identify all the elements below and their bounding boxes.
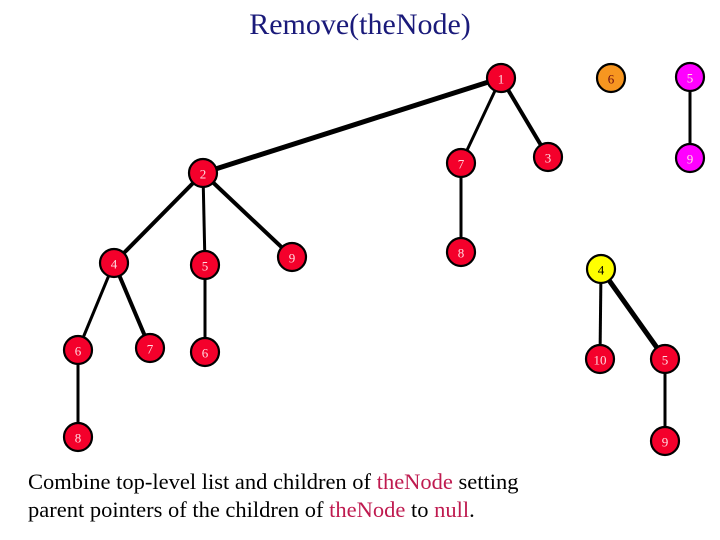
caption-line2-c: . xyxy=(469,497,475,522)
nodes-layer: 1 6 5 7 3 9 2 4 5 9 8 4 6 7 6 10 5 8 9 xyxy=(62,61,706,457)
caption-line1-b: setting xyxy=(452,469,519,494)
tree-edge xyxy=(201,172,207,266)
tree-node[interactable]: 9 xyxy=(649,425,681,457)
node-label: 9 xyxy=(662,435,669,450)
tree-edge xyxy=(598,267,668,361)
node-label: 6 xyxy=(75,344,82,359)
node-circle xyxy=(187,157,219,189)
node-circle xyxy=(445,236,477,268)
node-circle xyxy=(189,336,221,368)
node-circle xyxy=(276,241,308,273)
node-label: 2 xyxy=(200,167,207,182)
tree-node[interactable]: 8 xyxy=(62,421,94,453)
node-label: 5 xyxy=(202,259,209,274)
node-label: 7 xyxy=(147,342,154,357)
node-circle xyxy=(584,343,616,375)
node-label: 9 xyxy=(289,251,296,266)
node-label: 5 xyxy=(662,353,669,368)
node-circle xyxy=(674,61,706,93)
node-label: 4 xyxy=(111,257,118,272)
tree-node[interactable]: 2 xyxy=(187,157,219,189)
tree-edge xyxy=(459,77,503,164)
node-label: 5 xyxy=(687,71,694,86)
tree-edge xyxy=(201,171,294,259)
tree-edge xyxy=(499,76,550,159)
tree-node[interactable]: 8 xyxy=(445,236,477,268)
tree-node[interactable]: 1 xyxy=(485,62,517,94)
tree-edge xyxy=(112,171,205,265)
node-circle xyxy=(532,141,564,173)
tree-edge xyxy=(76,262,116,351)
node-label: 10 xyxy=(594,353,607,368)
node-circle xyxy=(485,62,517,94)
tree-node[interactable]: 7 xyxy=(134,332,166,364)
tree-edge xyxy=(112,262,152,349)
tree-node[interactable]: 9 xyxy=(276,241,308,273)
node-label: 4 xyxy=(598,263,605,278)
node-circle xyxy=(134,332,166,364)
tree-node[interactable]: 4 xyxy=(98,247,130,279)
tree-node[interactable]: 3 xyxy=(532,141,564,173)
tree-node[interactable]: 5 xyxy=(674,61,706,93)
caption-keyword-null: null xyxy=(434,497,470,522)
tree-node[interactable]: 6 xyxy=(62,334,94,366)
caption-text: Combine top-level list and children of t… xyxy=(28,468,692,524)
tree-node[interactable]: 9 xyxy=(674,142,706,174)
node-label: 8 xyxy=(75,431,82,446)
page-title: Remove(theNode) xyxy=(249,8,471,41)
caption-keyword-thenode-1: theNode xyxy=(376,469,453,494)
tree-node[interactable]: 5 xyxy=(189,249,221,281)
tree-edge xyxy=(202,75,502,176)
node-label: 8 xyxy=(458,246,465,261)
tree-node[interactable]: 6 xyxy=(595,62,627,94)
tree-node[interactable]: 7 xyxy=(445,147,477,179)
caption-line1-a: Combine top-level list and children of xyxy=(28,469,377,494)
node-label: 9 xyxy=(687,152,694,167)
tree-node[interactable]: 6 xyxy=(189,336,221,368)
node-label: 6 xyxy=(202,346,209,361)
node-circle xyxy=(649,425,681,457)
tree-node[interactable]: 5 xyxy=(649,343,681,375)
node-circle xyxy=(189,249,221,281)
caption-line2-b: to xyxy=(405,497,435,522)
tree-node[interactable]: 4 xyxy=(585,253,617,285)
caption-line2-a: parent pointers of the children of xyxy=(28,497,330,522)
node-circle xyxy=(445,147,477,179)
node-circle xyxy=(674,142,706,174)
tree-node[interactable]: 10 xyxy=(584,343,616,375)
node-label: 7 xyxy=(458,157,465,172)
caption-keyword-thenode-2: theNode xyxy=(329,497,406,522)
node-label: 3 xyxy=(545,151,552,166)
node-label: 6 xyxy=(608,72,615,87)
node-circle xyxy=(595,62,627,94)
node-circle xyxy=(62,334,94,366)
node-circle xyxy=(649,343,681,375)
node-circle xyxy=(585,253,617,285)
node-circle xyxy=(62,421,94,453)
node-label: 1 xyxy=(498,72,505,87)
node-circle xyxy=(98,247,130,279)
